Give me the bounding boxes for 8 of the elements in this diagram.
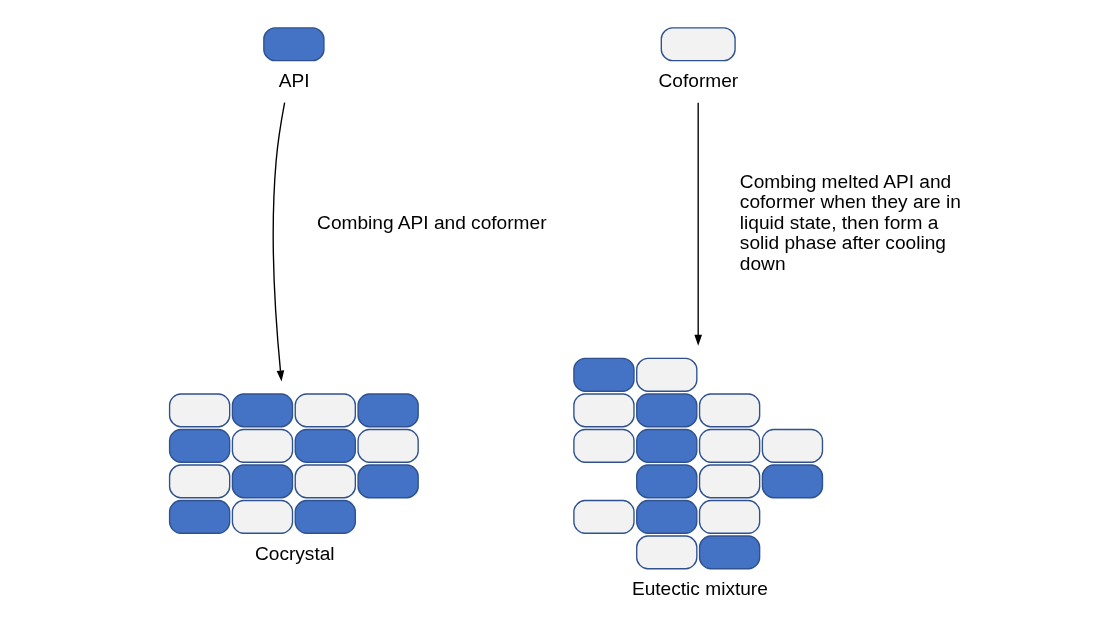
arrow — [272, 101, 286, 382]
node-label: Eutectic mixture — [631, 578, 768, 600]
node-label: Cocrystal — [254, 542, 335, 564]
edge-label: Combing API and coformer — [317, 211, 547, 233]
arrow — [694, 102, 703, 346]
node-label: Coformer — [658, 69, 739, 91]
edge-label: Combing melted API and coformer when they are in liquid state, then form a solid phase after cooling down — [739, 170, 961, 274]
node-label: API — [278, 69, 310, 91]
